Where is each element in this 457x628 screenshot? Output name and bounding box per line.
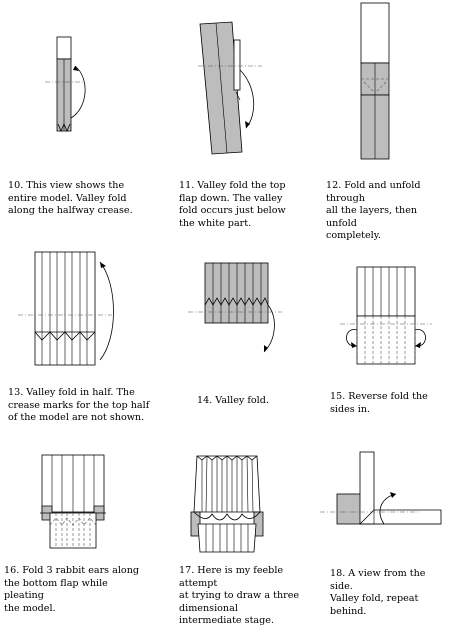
step-15: 15. Reverse fold the sides in. <box>300 200 450 415</box>
step-10-caption: 10. This view shows the entire model. Va… <box>8 180 133 217</box>
step-11-diagram <box>198 21 262 155</box>
step-14: 14. Valley fold. <box>150 200 300 406</box>
step-13-caption: 13. Valley fold in half. The crease mark… <box>8 387 150 424</box>
step-13: 13. Valley fold in half. The crease mark… <box>0 200 150 423</box>
step-15-caption: 15. Reverse fold the sides in. <box>330 391 428 415</box>
step-16: 16. Fold 3 rabbit ears along the bottom … <box>0 400 150 614</box>
step-11-caption: 11. Valley fold the top flap down. The v… <box>179 180 286 229</box>
step-12-diagram <box>360 2 390 160</box>
step-12-caption: 12. Fold and unfold through all the laye… <box>326 180 421 242</box>
step-10: 10. This view shows the entire model. Va… <box>0 0 150 216</box>
step-12: 12. Fold and unfold through all the laye… <box>300 0 450 241</box>
step-14-diagram <box>188 262 282 353</box>
step-11: 11. Valley fold the top flap down. The v… <box>150 0 300 229</box>
step-15-diagram <box>340 266 432 365</box>
step-10-diagram <box>45 36 86 133</box>
step-18-caption: 18. A view from the side. Valley fold, r… <box>330 568 426 617</box>
step-16-caption: 16. Fold 3 rabbit ears along the bottom … <box>4 565 140 614</box>
step-18-diagram <box>320 451 442 525</box>
step-16-diagram <box>40 454 106 549</box>
step-18: 18. A view from the side. Valley fold, r… <box>300 400 450 617</box>
step-17-diagram <box>190 455 264 553</box>
step-17-caption: 17. Here is my feeble attempt at trying … <box>179 565 300 627</box>
step-17: 17. Here is my feeble attempt at trying … <box>150 400 300 626</box>
step-13-diagram <box>18 251 114 366</box>
step-14-caption: 14. Valley fold. <box>197 395 269 406</box>
